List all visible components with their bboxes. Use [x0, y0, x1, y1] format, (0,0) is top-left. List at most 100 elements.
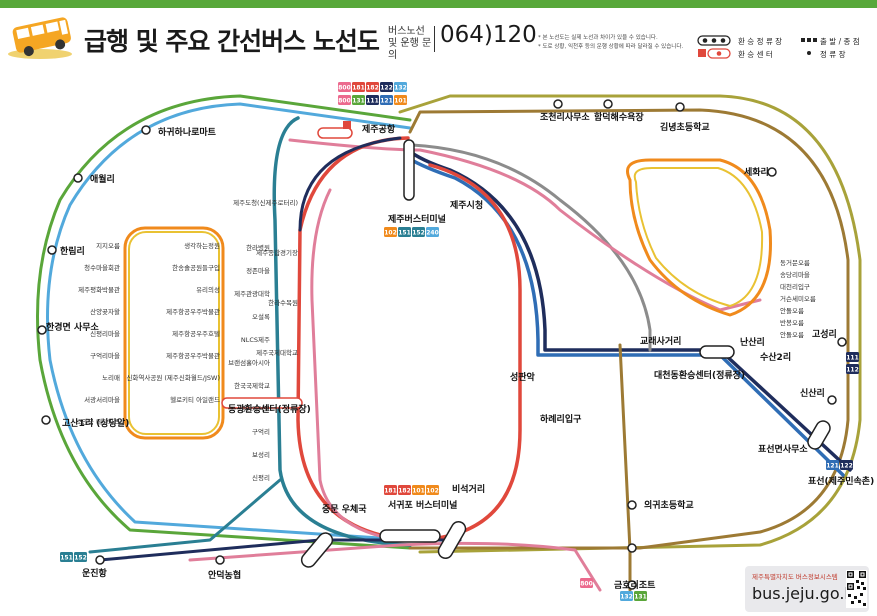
label-terminal[interactable]: 제주버스터미널: [388, 213, 446, 225]
route-badge-182[interactable]: 182: [366, 85, 379, 92]
label-hangyeong[interactable]: 한경면 사무소: [46, 321, 100, 333]
stop-label[interactable]: 제주도청(신제주로터리): [233, 198, 298, 207]
route-badge-131[interactable]: 131: [352, 98, 365, 105]
label-geumho[interactable]: 금호리조트: [614, 579, 656, 591]
stop-label[interactable]: 소인국 테마파크: [76, 417, 120, 426]
route-badge-800[interactable]: 800: [338, 98, 351, 105]
route-badge-152[interactable]: 152: [74, 555, 87, 562]
route-badge-182[interactable]: 182: [398, 488, 411, 495]
stop-label[interactable]: 한라병원: [246, 243, 270, 252]
label-andeok[interactable]: 안덕농협: [208, 569, 241, 581]
stop-label[interactable]: 지지오름: [96, 241, 120, 250]
stop-label[interactable]: 오설록: [252, 313, 270, 321]
label-seogwipo[interactable]: 서귀포 버스터미널: [388, 499, 457, 511]
label-hallasan[interactable]: 하례리입구: [540, 413, 581, 425]
label-gosan[interactable]: 고산1리 (상당알): [62, 417, 129, 429]
label-jeju-city[interactable]: 제주시청: [450, 199, 483, 211]
label-uigwi[interactable]: 의귀초등학교: [644, 499, 694, 511]
label-jocheon[interactable]: 조천리사무소: [540, 111, 590, 123]
stop-label[interactable]: 브랜섬홀아시아: [228, 358, 270, 367]
stop-label[interactable]: 노리매: [102, 373, 120, 382]
route-badge-bg: [620, 591, 633, 601]
stop-label[interactable]: 동거문오름: [780, 258, 810, 267]
route-badge-181[interactable]: 181: [384, 488, 397, 495]
label-hallim[interactable]: 한림리: [60, 245, 85, 257]
label-pyoseon-beach[interactable]: 표선(제주민속촌): [808, 475, 874, 487]
stop-label[interactable]: 안돌오름: [780, 330, 804, 339]
stop-label[interactable]: 상창지석묘: [240, 404, 270, 413]
stop-label[interactable]: 산양곶자왈: [90, 307, 120, 316]
label-daecheon[interactable]: 대천동환승센터(정류장): [654, 369, 745, 381]
footer-url[interactable]: bus.jeju.go.kr: [752, 584, 861, 603]
stop-label[interactable]: NLCS제주: [241, 336, 270, 344]
label-suji[interactable]: 수산2리: [760, 351, 791, 363]
stop-label[interactable]: 송당리마을: [780, 270, 810, 279]
stop-label[interactable]: 유리의성: [196, 285, 220, 294]
route-badge-121[interactable]: 121: [380, 98, 393, 105]
route-badge-151[interactable]: 151: [60, 555, 73, 562]
label-bigseok[interactable]: 비석거리: [452, 483, 485, 495]
stop-label[interactable]: 구억리마을: [90, 351, 120, 360]
route-badge-111[interactable]: 111: [846, 355, 859, 362]
route-badge-151[interactable]: 151: [398, 230, 411, 237]
stop-label[interactable]: 신평리: [252, 473, 270, 482]
label-donggwang[interactable]: 동광환승센터(정류장): [228, 403, 311, 415]
stop-label[interactable]: 제주평화박물관: [78, 285, 120, 294]
route-badge-101[interactable]: 101: [394, 98, 407, 105]
stop-label[interactable]: 제주항공우주박물관: [166, 351, 220, 360]
stop-label[interactable]: 청수마을회관: [84, 263, 120, 272]
label-aewol[interactable]: 애월리: [90, 173, 115, 185]
stop-label[interactable]: 한라수목원: [268, 298, 298, 307]
stop-label[interactable]: 제주국제대학교: [256, 348, 298, 357]
stop-label[interactable]: 제주항공우주박물관: [166, 307, 220, 316]
label-sehwa[interactable]: 세화리: [744, 166, 769, 178]
stop-label[interactable]: 서광서리마을: [84, 395, 120, 404]
stop-label[interactable]: 안돌오름: [780, 306, 804, 315]
stop-label[interactable]: 제주관광대학: [234, 289, 270, 298]
route-badge-112[interactable]: 112: [846, 367, 859, 374]
label-sinsan[interactable]: 신산리: [800, 387, 825, 399]
stop-label[interactable]: 제주종합경기장: [256, 248, 298, 257]
phone-number[interactable]: 064)120: [440, 22, 537, 48]
route-badge-181[interactable]: 181: [352, 85, 365, 92]
route-badge-101[interactable]: 101: [412, 488, 425, 495]
stop-label[interactable]: 한국국제학교: [234, 381, 270, 390]
stop-label[interactable]: 제주항공우주호텔: [172, 329, 220, 338]
label-airport[interactable]: 제주공항: [362, 123, 396, 135]
stop-label[interactable]: 신화역사공원 (제주신화월드/JSW): [126, 373, 220, 382]
stop-label[interactable]: 한송솔공원들구입: [172, 263, 220, 272]
stop-label[interactable]: 보성리: [252, 450, 270, 459]
stop-label[interactable]: 정존마을: [246, 266, 270, 275]
qr-code-icon[interactable]: [846, 570, 867, 608]
stop-label[interactable]: 신평리마을: [90, 329, 120, 338]
route-badge-132[interactable]: 132: [620, 594, 633, 601]
stop-label[interactable]: 거슨세미오름: [780, 294, 816, 303]
stop-label[interactable]: 대천리입구: [780, 282, 810, 291]
stop-label[interactable]: 반봉오름: [780, 318, 804, 327]
route-badge-800[interactable]: 800: [338, 85, 351, 92]
route-badge-240[interactable]: 240: [426, 230, 439, 237]
label-pyoseon-office[interactable]: 표선면사무소: [758, 443, 808, 455]
stop-label[interactable]: 생각하는정원: [184, 241, 220, 250]
label-seongpan[interactable]: 성판악: [510, 371, 536, 383]
route-badge-122[interactable]: 122: [380, 85, 393, 92]
route-badge-102[interactable]: 102: [384, 230, 397, 237]
label-unjin[interactable]: 운진항: [82, 567, 108, 579]
label-gyoraesa[interactable]: 교래사거리: [640, 335, 681, 347]
label-hagwi[interactable]: 하귀하나로마트: [158, 126, 217, 138]
label-nansan[interactable]: 난산리: [740, 336, 765, 348]
route-badge-132[interactable]: 132: [394, 85, 407, 92]
route-badge-111[interactable]: 111: [366, 98, 379, 105]
label-jungmun[interactable]: 중문 우체국: [322, 503, 367, 515]
route-badge-102[interactable]: 102: [426, 488, 439, 495]
stop-label[interactable]: 헬로키티 아일랜드: [170, 395, 220, 404]
route-badge-121[interactable]: 121: [826, 463, 839, 470]
route-badge-131[interactable]: 131: [634, 594, 647, 601]
route-badge-122[interactable]: 122: [840, 463, 853, 470]
label-gimnyeong[interactable]: 김녕초등학교: [660, 121, 710, 133]
route-badge-152[interactable]: 152: [412, 230, 425, 237]
route-badge-800[interactable]: 800: [580, 581, 593, 588]
label-goseong[interactable]: 고성리: [812, 328, 837, 340]
label-hamdeok[interactable]: 함덕해수욕장: [594, 111, 644, 123]
stop-label[interactable]: 구억리: [252, 427, 270, 436]
